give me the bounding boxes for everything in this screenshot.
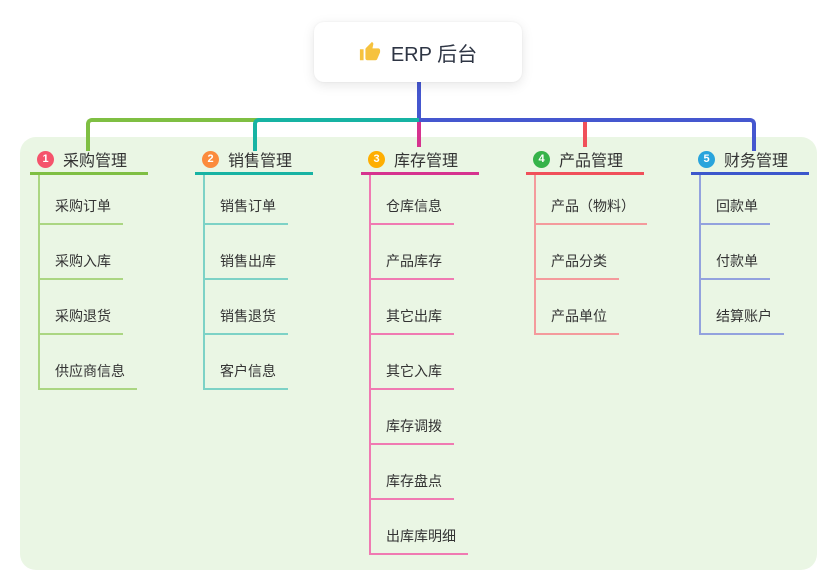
tree-node[interactable]: 其它入库 (371, 335, 526, 390)
branch-product: 4 产品管理 产品（物料） 产品分类 产品单位 (526, 146, 691, 335)
tree-node[interactable]: 产品分类 (536, 225, 691, 280)
branch-5-connector (419, 118, 756, 151)
child-node-label[interactable]: 供应商信息 (40, 361, 137, 390)
branch-number-badge: 2 (202, 150, 219, 168)
tree-node[interactable]: 付款单 (701, 225, 839, 280)
child-node-label[interactable]: 库存调拨 (371, 416, 454, 445)
tree-node[interactable]: 供应商信息 (40, 335, 195, 390)
branch-children: 产品（物料） 产品分类 产品单位 (534, 175, 691, 335)
branch-finance: 5 财务管理 回款单 付款单 结算账户 (691, 146, 839, 335)
child-node-label[interactable]: 客户信息 (205, 361, 288, 390)
tree-node[interactable]: 采购入库 (40, 225, 195, 280)
tree-node[interactable]: 产品单位 (536, 280, 691, 335)
branch-title: 库存管理 (394, 153, 459, 170)
tree-node[interactable]: 回款单 (701, 175, 839, 225)
branch-3-connector (417, 122, 421, 147)
child-node-label[interactable]: 产品库存 (371, 251, 454, 280)
tree-node[interactable]: 销售退货 (205, 280, 360, 335)
branch-node-sales[interactable]: 2 销售管理 (195, 146, 313, 175)
branch-number-badge: 1 (37, 150, 54, 168)
branch-number-badge: 5 (698, 150, 715, 168)
child-node-label[interactable]: 产品（物料） (536, 196, 647, 225)
branch-node-finance[interactable]: 5 财务管理 (691, 146, 809, 175)
tree-node[interactable]: 产品（物料） (536, 175, 691, 225)
branch-number-badge: 3 (368, 150, 385, 168)
branch-node-product[interactable]: 4 产品管理 (526, 146, 644, 175)
branch-node-inventory[interactable]: 3 库存管理 (361, 146, 479, 175)
tree-node[interactable]: 结算账户 (701, 280, 839, 335)
root-trunk-connector (417, 82, 421, 122)
branch-children: 销售订单 销售出库 销售退货 客户信息 (203, 175, 360, 390)
tree-node[interactable]: 仓库信息 (371, 175, 526, 225)
branch-children: 仓库信息 产品库存 其它出库 其它入库 库存调拨 库存盘点 出库库明细 (369, 175, 526, 555)
child-node-label[interactable]: 结算账户 (701, 306, 784, 335)
branch-node-purchase[interactable]: 1 采购管理 (30, 146, 148, 175)
child-node-label[interactable]: 采购入库 (40, 251, 123, 280)
child-node-label[interactable]: 付款单 (701, 251, 770, 280)
tree-node[interactable]: 销售出库 (205, 225, 360, 280)
tree-node[interactable]: 出库库明细 (371, 500, 526, 555)
child-node-label[interactable]: 销售出库 (205, 251, 288, 280)
child-node-label[interactable]: 出库库明细 (371, 526, 468, 555)
branch-1-connector (86, 118, 261, 151)
root-node-title: ERP 后台 (390, 43, 478, 66)
branch-title: 销售管理 (228, 153, 293, 170)
branch-children: 回款单 付款单 结算账户 (699, 175, 839, 335)
child-node-label[interactable]: 产品单位 (536, 306, 619, 335)
tree-node[interactable]: 库存调拨 (371, 390, 526, 445)
mindmap-background-panel (20, 137, 817, 570)
child-node-label[interactable]: 库存盘点 (371, 471, 454, 500)
child-node-label[interactable]: 产品分类 (536, 251, 619, 280)
branch-4-connector (583, 122, 587, 147)
branch-title: 采购管理 (63, 153, 128, 170)
branch-sales: 2 销售管理 销售订单 销售出库 销售退货 客户信息 (195, 146, 360, 390)
tree-node[interactable]: 采购订单 (40, 175, 195, 225)
child-node-label[interactable]: 回款单 (701, 196, 770, 225)
child-node-label[interactable]: 采购订单 (40, 196, 123, 225)
branch-2-connector (253, 118, 425, 151)
child-node-label[interactable]: 采购退货 (40, 306, 123, 335)
branch-title: 财务管理 (724, 153, 789, 170)
branch-number-badge: 4 (533, 150, 550, 168)
child-node-label[interactable]: 销售订单 (205, 196, 288, 225)
branch-children: 采购订单 采购入库 采购退货 供应商信息 (38, 175, 195, 390)
branch-title: 产品管理 (559, 153, 624, 170)
child-node-label[interactable]: 仓库信息 (371, 196, 454, 225)
branch-inventory: 3 库存管理 仓库信息 产品库存 其它出库 其它入库 库存调拨 库存盘点 出库库… (361, 146, 526, 555)
child-node-label[interactable]: 其它入库 (371, 361, 454, 390)
tree-node[interactable]: 采购退货 (40, 280, 195, 335)
tree-node[interactable]: 库存盘点 (371, 445, 526, 500)
child-node-label[interactable]: 销售退货 (205, 306, 288, 335)
tree-node[interactable]: 客户信息 (205, 335, 360, 390)
thumbs-up-icon (359, 41, 381, 63)
tree-node[interactable]: 销售订单 (205, 175, 360, 225)
branch-purchase: 1 采购管理 采购订单 采购入库 采购退货 供应商信息 (30, 146, 195, 390)
root-node-erp[interactable]: ERP 后台 (314, 22, 522, 82)
tree-node[interactable]: 产品库存 (371, 225, 526, 280)
child-node-label[interactable]: 其它出库 (371, 306, 454, 335)
tree-node[interactable]: 其它出库 (371, 280, 526, 335)
